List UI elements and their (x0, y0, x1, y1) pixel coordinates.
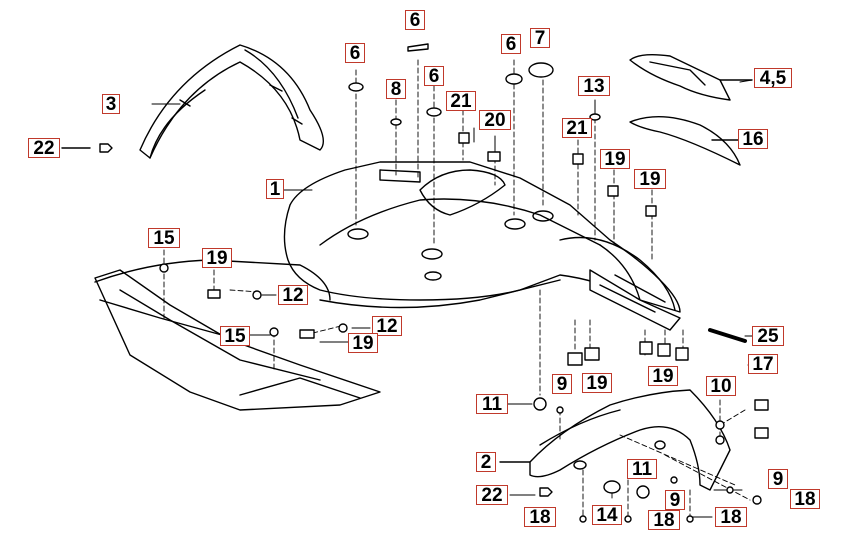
callout-18: 18 (524, 507, 556, 528)
callout-19: 19 (582, 373, 612, 394)
callout-4-5: 4,5 (754, 68, 792, 89)
callout-3: 3 (102, 94, 120, 115)
callout-19: 19 (600, 149, 630, 170)
right-side-louver (589, 269, 681, 331)
part-4-5-top-cover (629, 53, 753, 101)
callout-19: 19 (648, 366, 678, 387)
callout-6: 6 (501, 34, 521, 55)
callout-25: 25 (752, 326, 784, 347)
callout-15: 15 (148, 228, 180, 249)
callout-6: 6 (405, 10, 425, 31)
callout-6: 6 (345, 43, 365, 64)
callout-18: 18 (648, 510, 680, 531)
callout-16: 16 (738, 129, 768, 150)
part-2-side-fender (499, 389, 731, 491)
callout-19: 19 (202, 248, 232, 269)
callout-19: 19 (634, 169, 666, 190)
callout-13: 13 (578, 76, 610, 97)
callout-7: 7 (530, 28, 550, 49)
part-25-bolt (708, 328, 747, 343)
callout-9: 9 (665, 490, 685, 511)
callout-17: 17 (748, 354, 778, 375)
part-1-main-body (283, 161, 681, 313)
callout-14: 14 (592, 505, 622, 526)
callout-21: 21 (562, 118, 592, 139)
callout-12: 12 (278, 285, 308, 306)
callout-12: 12 (372, 316, 402, 337)
part-3-front-fender-cap (139, 44, 324, 159)
hardware-pieces (159, 43, 769, 523)
callout-15: 15 (220, 326, 250, 347)
assembly-dashed-lines (163, 59, 751, 516)
callout-2: 2 (476, 452, 496, 473)
callout-22: 22 (476, 485, 508, 506)
callout-9: 9 (552, 374, 572, 395)
callout-11: 11 (476, 394, 508, 415)
callout-22: 22 (28, 138, 60, 159)
callout-6: 6 (424, 66, 444, 87)
callout-8: 8 (386, 79, 406, 100)
front-bumper (94, 269, 381, 411)
callout-1: 1 (266, 179, 284, 200)
leader-lines (151, 79, 761, 518)
callout-9: 9 (768, 469, 788, 490)
callout-10: 10 (706, 376, 736, 397)
callout-20: 20 (479, 110, 511, 131)
callout-18: 18 (790, 489, 820, 510)
callout-11: 11 (627, 459, 657, 480)
callout-21: 21 (446, 91, 476, 112)
part-16-decal (629, 115, 741, 166)
callout-19: 19 (348, 333, 378, 354)
part-22-rivet-left (61, 143, 113, 153)
callout-18: 18 (715, 507, 747, 528)
